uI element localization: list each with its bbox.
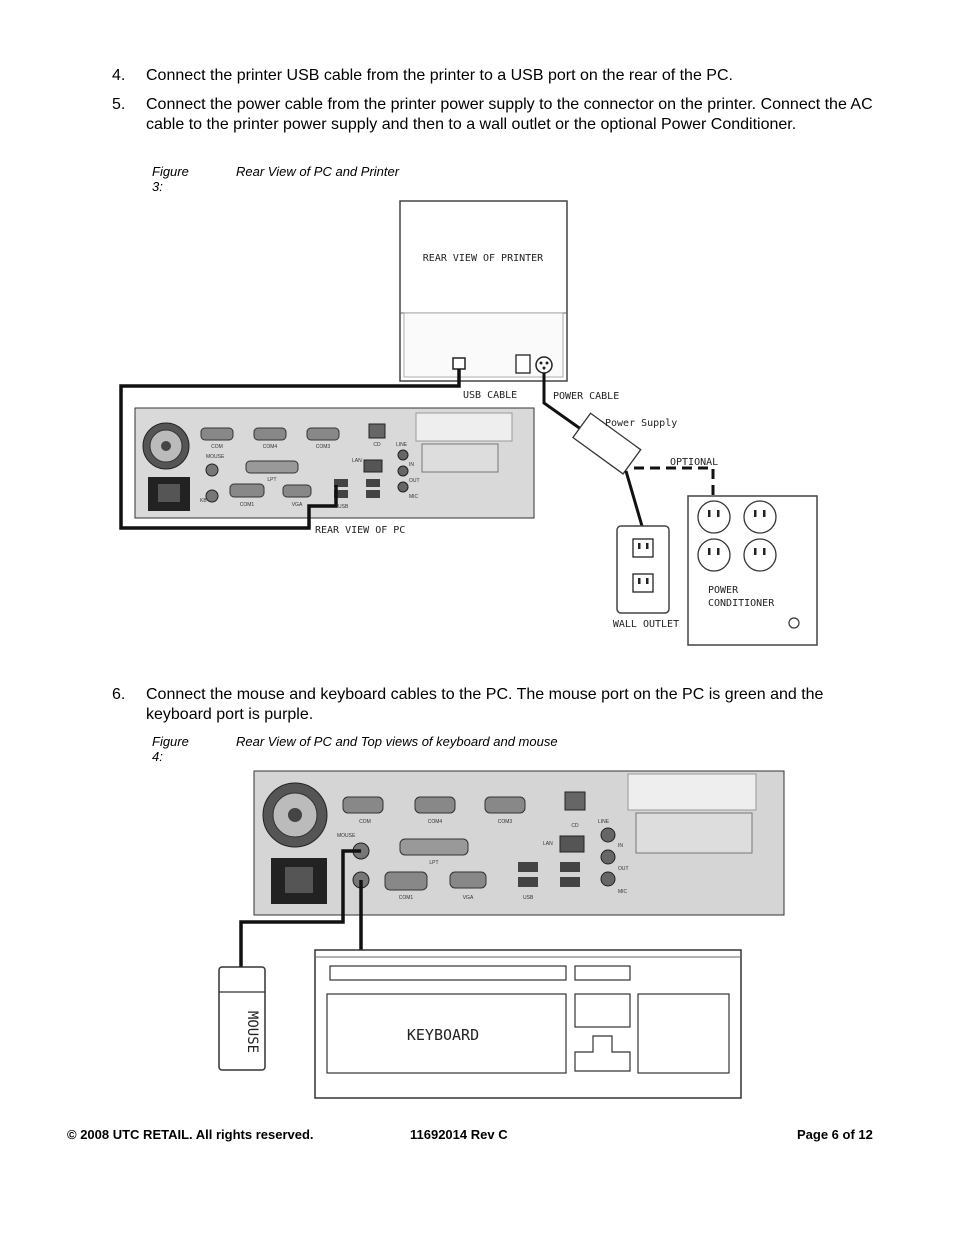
port-label: COM1 [240, 502, 255, 508]
keyboard: KEYBOARD [314, 949, 742, 1099]
footer-page-number: Page 6 of 12 [797, 1127, 873, 1142]
port-label: LAN [543, 841, 553, 847]
mouse: MOUSE [218, 966, 266, 1071]
port-label: IN [409, 462, 414, 468]
port-label: USB [523, 895, 534, 901]
power-conditioner-label-1: POWER [708, 585, 739, 596]
step-text: Connect the printer USB cable from the p… [146, 67, 733, 84]
wall-outlet: WALL OUTLET [613, 525, 679, 630]
port-label: VGA [292, 502, 303, 508]
port-label: COM1 [399, 895, 414, 901]
step-text: Connect the power cable from the printer… [146, 96, 873, 133]
printer-rear-view: REAR VIEW OF PRINTER [399, 200, 568, 382]
port-label: CD [571, 823, 579, 829]
figure-title: Rear View of PC and Top views of keyboar… [236, 734, 558, 749]
power-supply-label: Power Supply [605, 418, 677, 429]
port-label: OUT [618, 866, 629, 872]
step-number: 6. [112, 686, 126, 703]
figure-label: Figure 4: [152, 734, 189, 764]
port-label: COM [211, 444, 223, 450]
port-label: MIC [618, 889, 628, 895]
port-label: OUT [409, 478, 420, 484]
port-label: IN [618, 843, 623, 849]
mouse-label: MOUSE [244, 1011, 260, 1053]
power-conditioner-label-2: CONDITIONER [708, 598, 775, 609]
power-conditioner: POWER CONDITIONER [687, 495, 818, 646]
ac-cable-line [624, 470, 644, 527]
port-label: LPT [429, 860, 438, 866]
port-label: MOUSE [337, 833, 356, 839]
pc-rear-view: COM COM4 COM3 CD MOUSE LPT COM1 VGA LAN … [253, 770, 785, 916]
figure-title: Rear View of PC and Printer [236, 164, 400, 179]
wall-outlet-label: WALL OUTLET [613, 619, 679, 630]
usb-cable-line [119, 369, 461, 530]
usb-cable-label: USB CABLE [463, 390, 517, 401]
rear-pc-label: REAR VIEW OF PC [315, 525, 405, 536]
step-number: 4. [112, 67, 126, 84]
port-label: VGA [463, 895, 474, 901]
mouse-cable-line [239, 849, 361, 968]
power-cable-label: POWER CABLE [553, 391, 619, 402]
footer-doc-number: 11692014 Rev C [410, 1127, 508, 1142]
port-label: MOUSE [206, 454, 225, 460]
power-cable-line [542, 373, 586, 434]
port-label: COM3 [316, 444, 331, 450]
port-label: MIC [409, 494, 419, 500]
port-label: LINE [396, 442, 408, 448]
printer-label: REAR VIEW OF PRINTER [423, 253, 544, 264]
port-label: COM [359, 819, 371, 825]
port-label: COM4 [428, 819, 443, 825]
port-label: COM4 [263, 444, 278, 450]
port-label: KB [200, 498, 207, 504]
step-number: 5. [112, 96, 126, 113]
figure-4-diagram: COM COM4 COM3 CD MOUSE LPT COM1 VGA LAN … [218, 770, 785, 1099]
figure-3-diagram: REAR VIEW OF PRINTER COM COM4 COM3 CD MO… [119, 200, 818, 646]
power-supply [572, 412, 642, 475]
port-label: LAN [352, 458, 362, 464]
figure-label: Figure 3: [152, 164, 189, 194]
port-label: USB [338, 504, 349, 510]
step-text: Connect the mouse and keyboard cables to… [146, 686, 824, 723]
printer-ethernet-port [515, 354, 531, 374]
port-label: LINE [598, 819, 610, 825]
port-label: COM3 [498, 819, 513, 825]
optional-label: OPTIONAL [670, 457, 718, 468]
port-label: LPT [267, 477, 276, 483]
keyboard-label: KEYBOARD [407, 1026, 479, 1044]
footer-copyright: © 2008 UTC RETAIL. All rights reserved. [67, 1127, 314, 1142]
port-label: CD [373, 442, 381, 448]
